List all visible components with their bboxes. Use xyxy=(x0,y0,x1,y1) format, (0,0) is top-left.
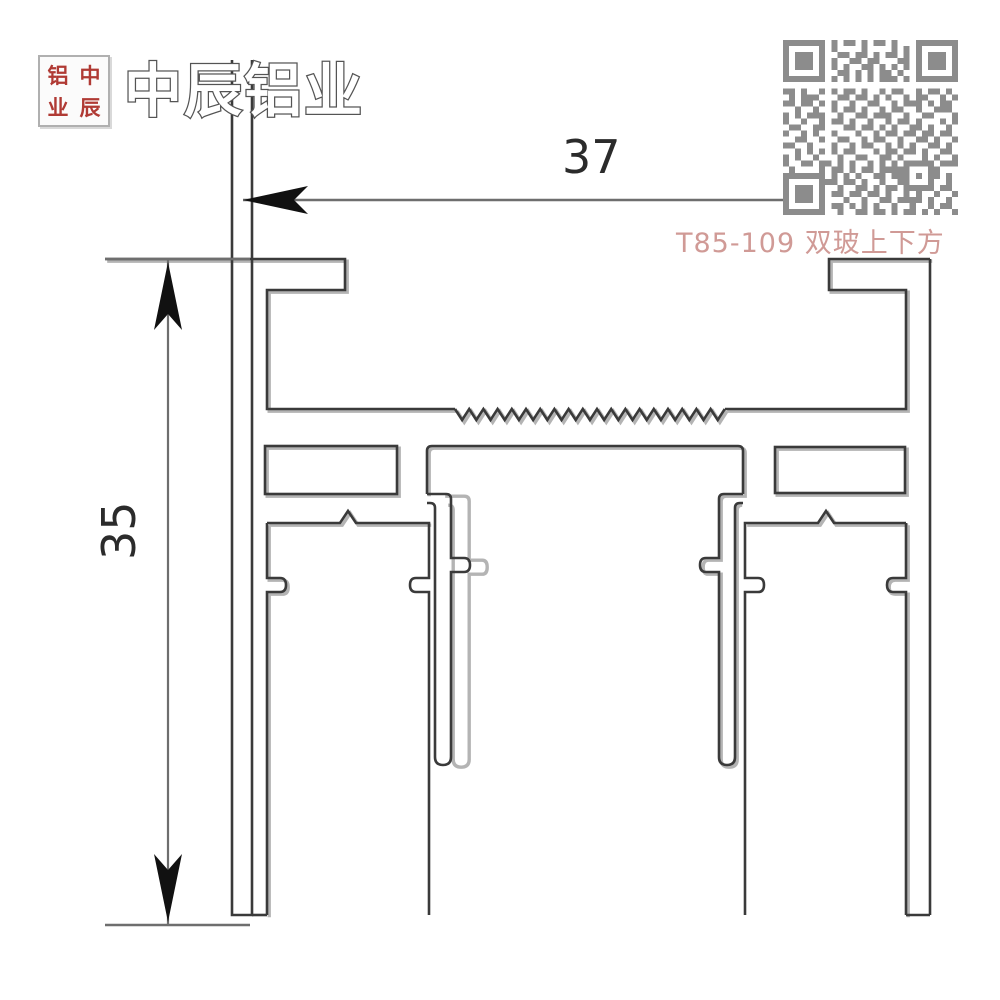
upper-channel-left xyxy=(105,257,455,411)
left-small-chamber xyxy=(263,444,399,496)
seal-char-1: 铝 xyxy=(47,62,69,88)
seal-char-4: 辰 xyxy=(79,94,101,120)
dimension-label-width: 37 xyxy=(562,130,621,184)
dimension-layer xyxy=(105,186,930,927)
center-chamber-top xyxy=(425,444,745,494)
brand-logo: 铝 中 业 辰 中辰铝业 xyxy=(38,55,364,127)
company-seal-stamp: 铝 中 业 辰 xyxy=(38,55,110,127)
right-small-chamber xyxy=(773,445,907,495)
serrated-surface xyxy=(453,406,726,423)
center-right-leg xyxy=(698,492,743,767)
upper-channel-right xyxy=(725,257,930,411)
dim-arrow-35-top xyxy=(154,262,182,330)
right-leg-inner xyxy=(743,508,906,915)
profile-main-lines xyxy=(105,60,932,917)
center-left-leg xyxy=(427,492,472,767)
qr-code-matrix xyxy=(783,40,958,215)
company-name: 中辰铝业 xyxy=(123,57,365,125)
dim-arrow-37-left xyxy=(243,186,308,214)
seal-char-2: 中 xyxy=(79,62,101,88)
dim-arrow-35-bottom xyxy=(154,854,182,922)
left-leg-outer xyxy=(265,523,288,915)
part-code-label: T85-109 双玻上下方 xyxy=(676,228,945,259)
left-leg-inner xyxy=(267,508,431,915)
right-leg-outer xyxy=(885,523,908,915)
left-vertical-strip xyxy=(230,60,254,917)
qr-code-icon[interactable] xyxy=(783,40,958,215)
dimension-label-height: 35 xyxy=(92,501,146,560)
seal-char-3: 业 xyxy=(47,94,69,120)
